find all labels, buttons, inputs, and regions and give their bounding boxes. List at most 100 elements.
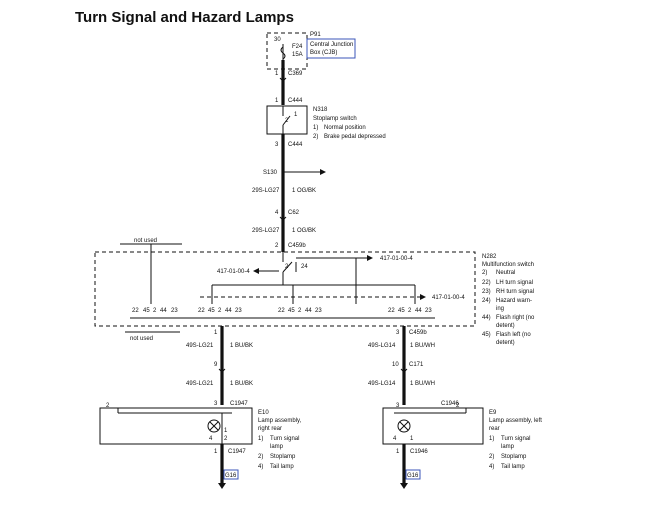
cjb-outline [266, 32, 308, 70]
stoplamp-switch-box [266, 105, 308, 135]
svg-text:22: 22 [198, 308, 205, 314]
svg-text:Hazard warn-: Hazard warn- [496, 298, 532, 304]
svg-text:417-01-00-4: 417-01-00-4 [380, 256, 413, 262]
svg-text:detent): detent) [496, 323, 515, 329]
svg-text:1): 1) [489, 436, 494, 442]
fuse-amps: 15A [292, 52, 303, 58]
svg-text:23: 23 [315, 308, 322, 314]
svg-text:4): 4) [258, 464, 263, 470]
cjb-pin-out: 1 [275, 71, 279, 77]
contact-group-1: 22 45 2 44 23 [132, 308, 178, 314]
svg-text:C1947: C1947 [230, 401, 248, 407]
splice-pin: 4 [275, 210, 279, 216]
not-used-top: not used [134, 238, 157, 244]
not-used-bottom: not used [130, 336, 153, 342]
switch-pin-in: 1 [275, 98, 279, 104]
svg-text:49S-LG14: 49S-LG14 [368, 343, 396, 349]
svg-text:2: 2 [408, 308, 412, 314]
svg-text:23: 23 [235, 308, 242, 314]
ground-right-icon [400, 483, 408, 489]
ground-left-icon [218, 483, 226, 489]
svg-text:3: 3 [396, 403, 400, 409]
svg-text:C171: C171 [409, 362, 424, 368]
svg-text:44: 44 [305, 308, 312, 314]
connector-chevron-icon [279, 77, 287, 82]
svg-text:4): 4) [489, 464, 494, 470]
svg-text:Turn signal: Turn signal [501, 436, 530, 442]
svg-text:2: 2 [456, 403, 460, 409]
svg-text:1: 1 [224, 428, 228, 434]
multifunction-pin-in: 2 [275, 243, 279, 249]
svg-text:45: 45 [398, 308, 405, 314]
cjb-id: P91 [310, 32, 321, 38]
switch-pos2-num: 2) [313, 134, 318, 140]
svg-text:49S-LG21: 49S-LG21 [186, 381, 214, 387]
switch-id: N318 [313, 107, 328, 113]
mfs-name: Multifunction switch [482, 262, 534, 268]
svg-text:9: 9 [214, 362, 218, 368]
bulb-e10-icon [207, 419, 221, 433]
svg-text:417-01-00-4: 417-01-00-4 [217, 269, 250, 275]
svg-text:C1946: C1946 [410, 449, 428, 455]
svg-text:G16: G16 [225, 473, 237, 479]
splice-wire2-circuit: 29S-LG27 [252, 228, 280, 234]
svg-text:C459b: C459b [409, 330, 427, 336]
svg-text:2: 2 [285, 264, 289, 270]
svg-text:44): 44) [482, 315, 491, 321]
ground-g16-left-badge [223, 469, 239, 480]
switch-pos2: Brake pedal depressed [324, 134, 386, 140]
svg-text:rear: rear [489, 426, 500, 432]
svg-text:ing: ing [496, 306, 504, 312]
svg-text:3: 3 [214, 401, 218, 407]
switch-conn-in: C444 [288, 98, 303, 104]
ground-g16-right-badge [405, 469, 421, 480]
mfs-ref3-arrow-icon [420, 294, 426, 300]
svg-text:1 BU/WH: 1 BU/WH [410, 343, 435, 349]
svg-text:49S-LG21: 49S-LG21 [186, 343, 214, 349]
svg-text:1 BU/BK: 1 BU/BK [230, 343, 253, 349]
svg-text:2: 2 [106, 403, 110, 409]
svg-text:1 BU/WH: 1 BU/WH [410, 381, 435, 387]
splice-id: S130 [263, 170, 278, 176]
svg-text:1: 1 [396, 449, 400, 455]
fuse-icon [280, 46, 286, 60]
svg-text:lamp: lamp [501, 444, 515, 450]
svg-text:Tail lamp: Tail lamp [270, 464, 294, 470]
svg-text:C1947: C1947 [228, 449, 246, 455]
svg-text:417-01-00-4: 417-01-00-4 [432, 295, 465, 301]
svg-text:49S-LG14: 49S-LG14 [368, 381, 396, 387]
svg-text:24: 24 [301, 264, 308, 270]
svg-text:detent): detent) [496, 340, 515, 346]
svg-text:Turn signal: Turn signal [270, 436, 299, 442]
switch-pin-out: 3 [275, 142, 279, 148]
svg-text:1: 1 [214, 330, 218, 336]
fuse-label: F24 [292, 44, 303, 50]
svg-text:3: 3 [396, 330, 400, 336]
svg-text:45: 45 [208, 308, 215, 314]
svg-text:22: 22 [388, 308, 395, 314]
svg-text:45: 45 [288, 308, 295, 314]
cjb-pin-30: 30 [274, 37, 281, 43]
svg-text:E9: E9 [489, 410, 497, 416]
splice-wire2-color: 1 OG/BK [292, 228, 316, 234]
page-title: Turn Signal and Hazard Lamps [75, 9, 294, 26]
multifunction-outline [94, 251, 476, 327]
svg-text:2: 2 [218, 308, 222, 314]
switch-name: Stoplamp switch [313, 116, 357, 122]
svg-text:Stoplamp: Stoplamp [501, 454, 527, 460]
svg-text:2): 2) [482, 270, 487, 276]
cjb-name-box [306, 38, 356, 59]
svg-text:Flash right (no: Flash right (no [496, 315, 535, 321]
svg-text:2: 2 [298, 308, 302, 314]
switch-contact-icon [282, 115, 291, 126]
svg-text:Flash left (no: Flash left (no [496, 332, 531, 338]
svg-text:4: 4 [393, 436, 397, 442]
svg-text:right rear: right rear [258, 426, 282, 432]
svg-text:lamp: lamp [270, 444, 284, 450]
contact-group-3: 22 45 2 44 23 [278, 308, 322, 314]
switch-contact-1: 1 [294, 112, 298, 118]
svg-text:G16: G16 [407, 473, 419, 479]
svg-text:23): 23) [482, 289, 491, 295]
svg-text:45: 45 [143, 308, 150, 314]
